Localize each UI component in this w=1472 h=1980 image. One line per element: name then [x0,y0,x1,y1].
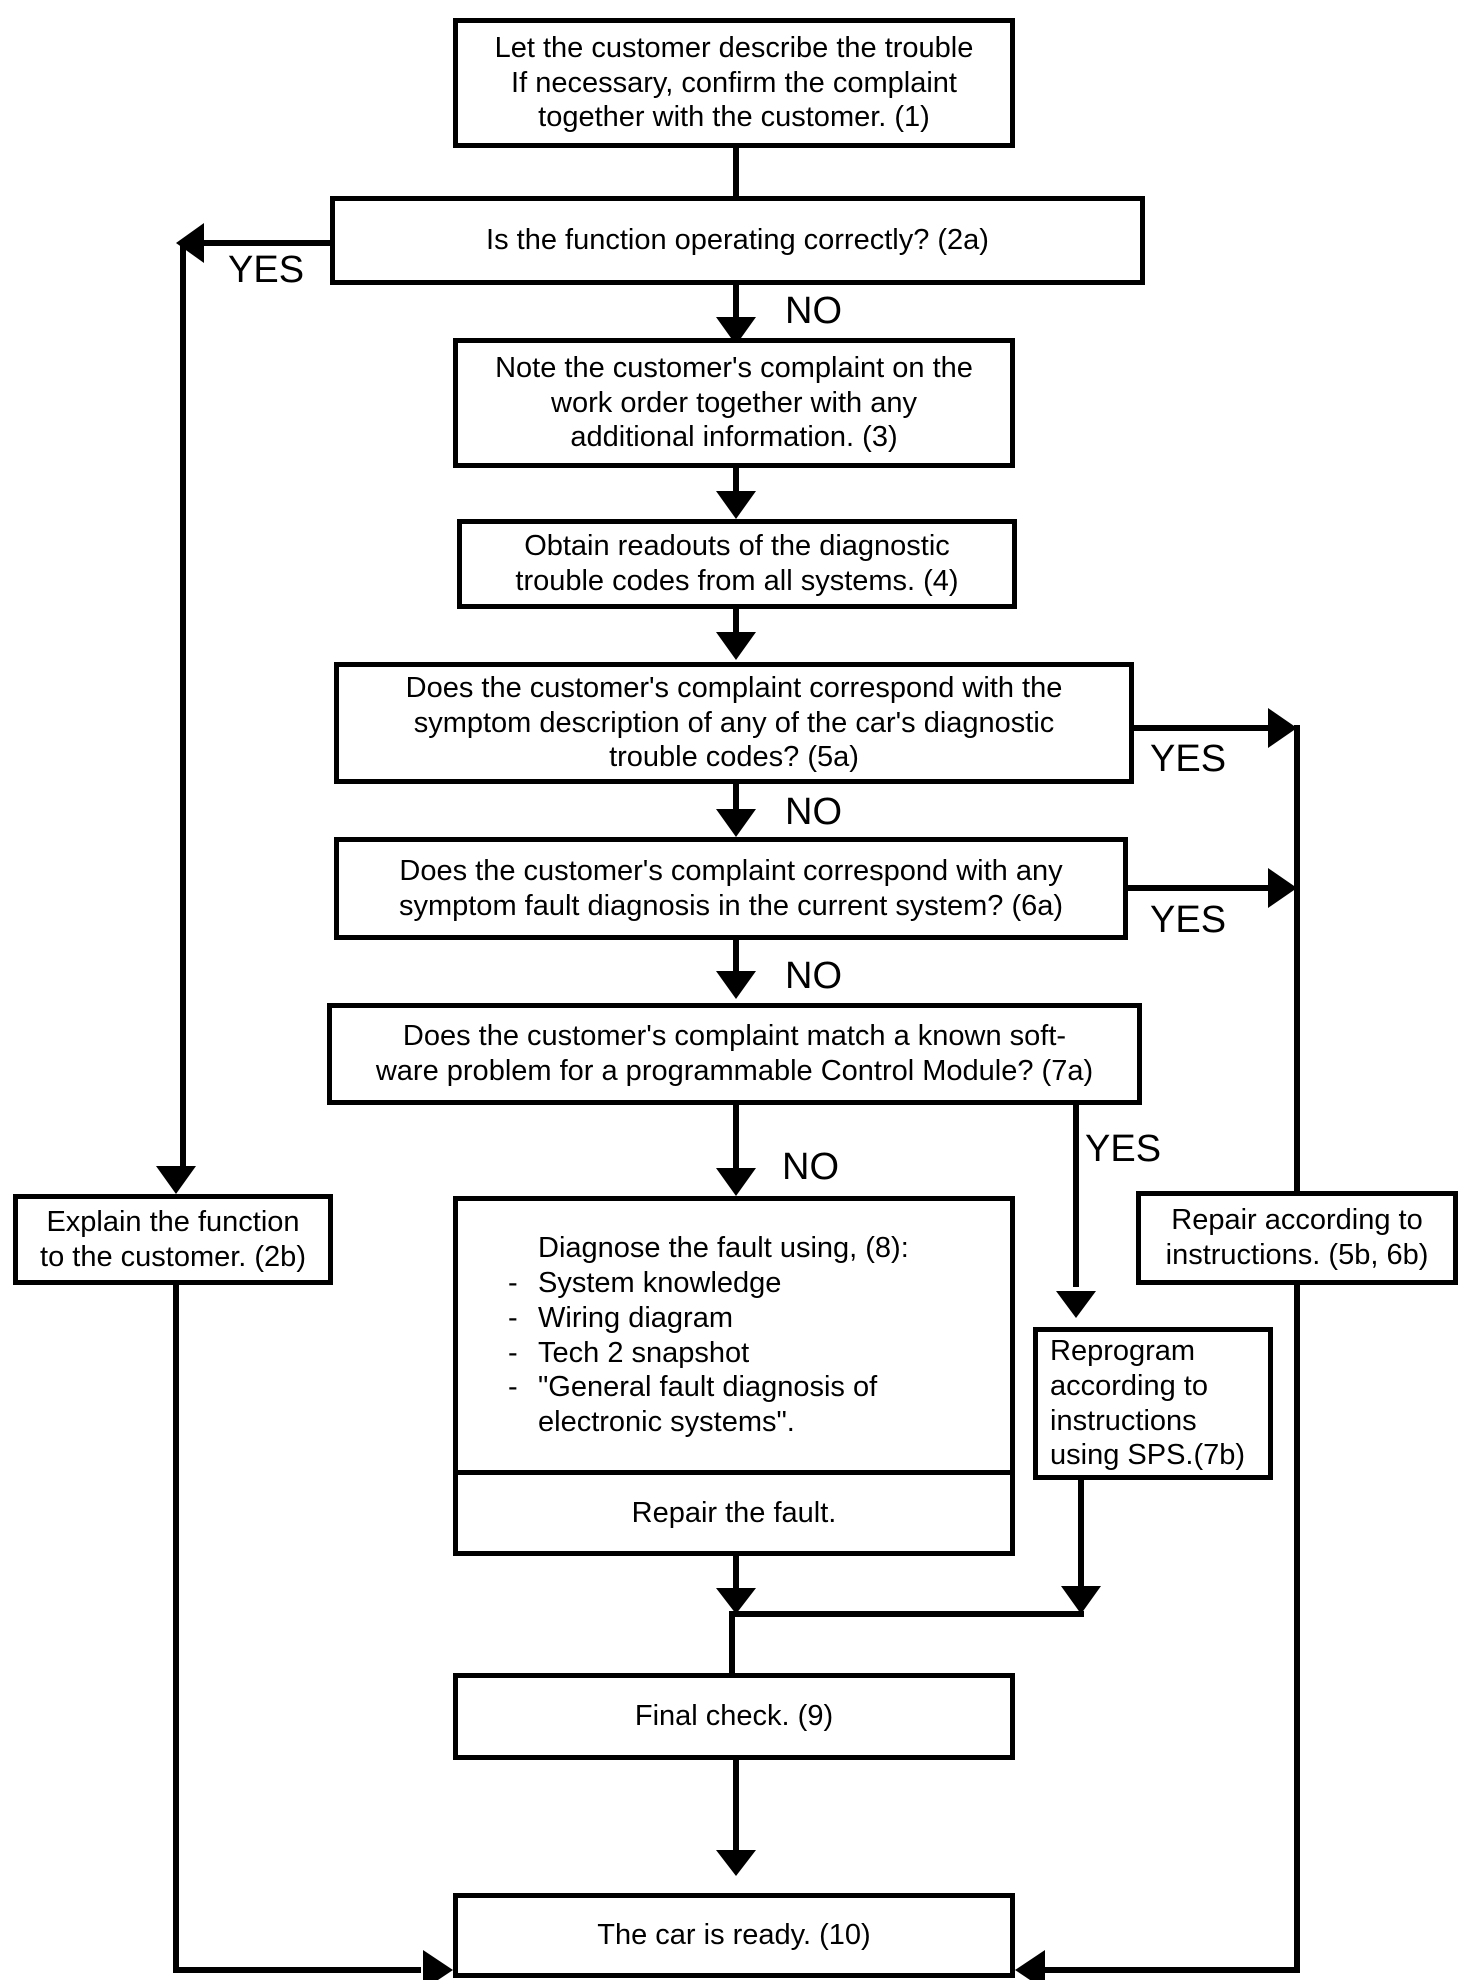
step-3-note-complaint: Note the customer's complaint on the wor… [453,338,1015,468]
step-8-diagnose-and-repair: Diagnose the fault using, (8): System kn… [453,1196,1015,1556]
step-7b-line-3: instructions [1050,1404,1197,1437]
step-3-line-2: work order together with any [551,386,917,419]
diagnose-item-wiring-diagram: Wiring diagram [508,1301,990,1336]
label-yes-2a: YES [228,249,305,291]
diagnose-item-continuation: electronic systems". [538,1406,795,1439]
arrowhead-into-4 [716,491,756,519]
step-4-obtain-readouts: Obtain readouts of the diagnostic troubl… [457,519,1017,609]
step-2b-line-1: Explain the function [46,1205,300,1238]
repair-fault-label: Repair the fault. [631,1496,837,1529]
decision-5a-line-3: trouble codes? (5a) [609,741,859,774]
step-5b-6b-line-1: Repair according to [1171,1204,1423,1237]
step-3-line-1: Note the customer's complaint on the [495,351,973,384]
label-no-2a: NO [785,290,842,332]
step-1-line-3: together with the customer. (1) [538,101,930,134]
label-yes-6a: YES [1150,899,1227,941]
step-9-line-1: Final check. (9) [634,1700,834,1733]
step-1-customer-describes-trouble: Let the customer describe the trouble If… [453,18,1015,148]
arrowhead-into-2b [156,1166,196,1194]
step-5b-6b-repair-according-to-instructions: Repair according to instructions. (5b, 6… [1136,1191,1458,1285]
arrowhead-5a-yes [1268,708,1297,748]
connector-5b6b-to-10 [1042,1282,1300,1973]
arrowhead-into-10 [716,1850,756,1876]
arrowhead-into-7a [716,971,756,999]
decision-5a-line-2: symptom description of any of the car's … [413,706,1055,739]
step-10-car-ready: The car is ready. (10) [453,1893,1015,1978]
decision-7a-known-software-problem: Does the customer's complaint match a kn… [327,1003,1142,1105]
diagnose-heading: Diagnose the fault using, (8): [538,1232,909,1265]
label-no-5a: NO [785,791,842,833]
repair-fault-section: Repair the fault. [458,1470,1010,1551]
step-4-line-2: trouble codes from all systems. (4) [515,565,959,597]
connector-2a-yes-to-2b [180,240,333,1169]
diagnose-fault-section: Diagnose the fault using, (8): System kn… [458,1201,1010,1470]
decision-5a-trouble-codes: Does the customer's complaint correspond… [334,662,1134,784]
step-10-line-1: The car is ready. (10) [597,1919,871,1952]
connector-2b-to-10 [173,1282,421,1973]
step-4-line-1: Obtain readouts of the diagnostic [524,530,950,563]
decision-7a-line-2: ware problem for a programmable Control … [375,1055,1094,1087]
label-no-7a: NO [782,1146,839,1188]
step-7b-line-2: according to [1050,1369,1208,1402]
decision-2a-function-operating: Is the function operating correctly? (2a… [330,196,1145,285]
diagnose-item-general-fault-diagnosis: "General fault diagnosis of [508,1370,990,1405]
step-1-line-2: If necessary, confirm the complaint [511,66,957,99]
arrowhead-5b6b-to-10 [1015,1950,1045,1980]
arrowhead-into-8 [716,1168,756,1196]
decision-6a-symptom-fault-diagnosis: Does the customer's complaint correspond… [334,837,1128,940]
decision-7a-line-1: Does the customer's complaint match a kn… [402,1020,1067,1053]
label-no-6a: NO [785,955,842,997]
arrowhead-into-5a [716,632,756,660]
step-5b-6b-line-2: instructions. (5b, 6b) [1165,1239,1429,1271]
step-7b-line-1: Reprogram [1050,1334,1196,1367]
arrowhead-into-6a [716,809,756,837]
step-2b-explain-function: Explain the function to the customer. (2… [13,1194,333,1285]
arrowhead-6a-yes [1268,868,1297,908]
diagnose-item-tech2-snapshot: Tech 2 snapshot [508,1336,990,1371]
arrowhead-8-merge [716,1588,756,1614]
step-1-line-1: Let the customer describe the trouble [494,31,974,64]
decision-2a-line-1: Is the function operating correctly? (2a… [486,224,989,257]
decision-5a-line-1: Does the customer's complaint correspond… [405,671,1063,704]
arrowhead-7b-merge [1061,1586,1101,1614]
label-yes-5a: YES [1150,738,1227,780]
step-9-final-check: Final check. (9) [453,1673,1015,1760]
step-7b-reprogram-using-sps: Reprogram according to instructions usin… [1033,1327,1273,1480]
step-3-line-3: additional information. (3) [570,421,898,454]
diagnose-item-system-knowledge: System knowledge [508,1266,990,1301]
decision-6a-line-1: Does the customer's complaint correspond… [399,854,1063,887]
arrowhead-2a-yes [176,223,204,263]
step-2b-line-2: to the customer. (2b) [40,1240,306,1273]
label-yes-7a: YES [1085,1128,1162,1170]
arrowhead-into-7b [1056,1291,1096,1318]
decision-6a-line-2: symptom fault diagnosis in the current s… [398,889,1064,922]
arrowhead-into-3 [716,317,756,345]
arrowhead-2b-to-10 [423,1950,453,1980]
step-7b-line-4: using SPS.(7b) [1050,1439,1246,1472]
